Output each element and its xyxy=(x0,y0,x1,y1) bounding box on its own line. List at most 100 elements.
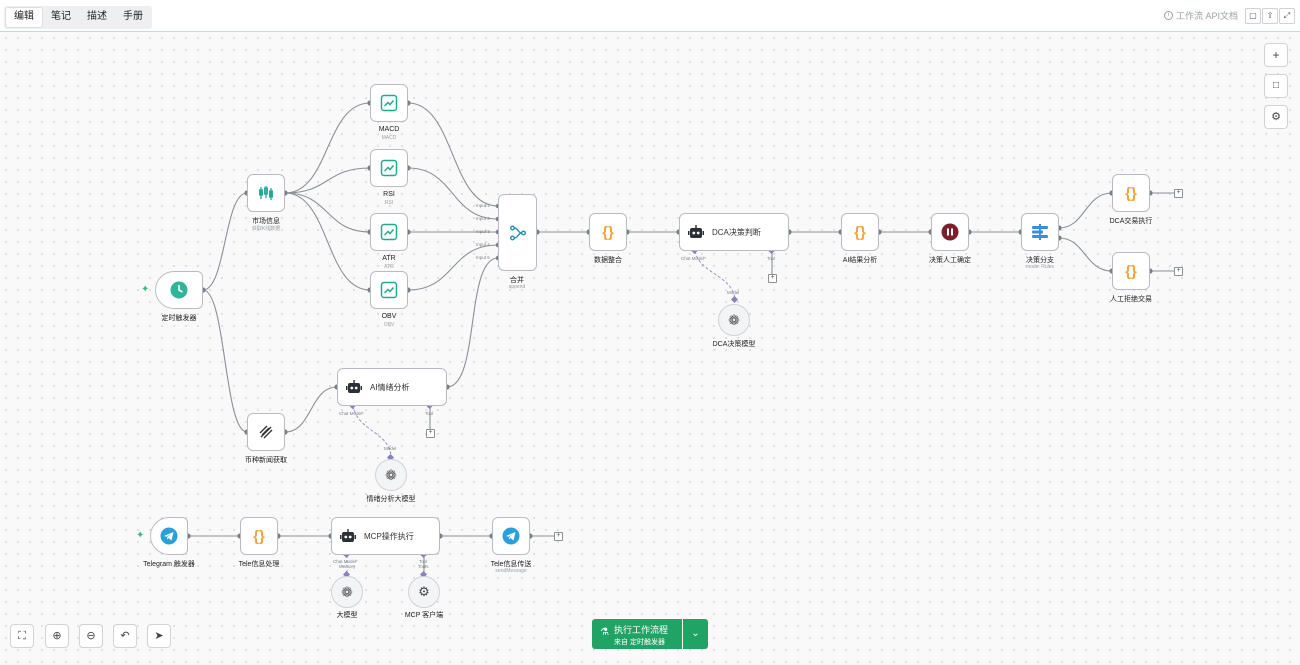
node-decision-branch[interactable] xyxy=(1021,213,1059,251)
save-icon[interactable]: ▢ xyxy=(1245,8,1261,24)
node-llm-label: 大模型 xyxy=(336,612,358,619)
workflow-canvas[interactable] xyxy=(0,32,1300,665)
candlestick-icon xyxy=(259,186,273,200)
api-doc-link[interactable]: i 工作流 API文档 xyxy=(1163,9,1238,22)
openai-icon: ❁ xyxy=(728,311,740,328)
node-mcp-exec-title: MCP操作执行 xyxy=(364,531,414,541)
node-atr-label: ATR xyxy=(382,255,396,262)
node-tele-send[interactable] xyxy=(492,517,530,555)
node-market-sub: 获取K线数据 xyxy=(251,226,281,232)
dca-add-tool-button[interactable]: + xyxy=(768,274,777,283)
node-manual-label: 决策人工确定 xyxy=(929,257,971,264)
clock-icon xyxy=(170,281,188,299)
node-mcp-exec[interactable]: MCP操作执行 xyxy=(331,517,440,555)
trend-chart-icon xyxy=(380,159,398,177)
node-mcp-client[interactable]: ⚙ xyxy=(408,576,440,608)
node-obv-sub: OBV xyxy=(383,322,395,328)
node-atr[interactable] xyxy=(370,213,408,251)
node-ai-result[interactable]: {} xyxy=(841,213,879,251)
node-tele-send-sub: sendMessage xyxy=(495,568,527,574)
tab-manual[interactable]: 手册 xyxy=(123,11,143,22)
node-tele-process[interactable]: {} xyxy=(240,517,278,555)
node-merge[interactable] xyxy=(498,194,537,271)
node-market-info[interactable] xyxy=(247,174,285,212)
node-mcp-client-label: MCP 客户端 xyxy=(404,612,444,619)
node-dca-execute[interactable]: {} xyxy=(1112,174,1150,212)
merge-input-3-label: Input 3 xyxy=(476,229,490,234)
dca-model-port: Model xyxy=(727,290,740,295)
execute-workflow-button[interactable]: ⚗ 执行工作流程 来自 定时触发器 xyxy=(592,619,682,649)
cloud-upload-icon[interactable]: ⇧ xyxy=(1262,8,1278,24)
node-rsi[interactable] xyxy=(370,149,408,187)
node-merge-sub: append xyxy=(508,284,526,290)
ai-add-tool-button[interactable]: + xyxy=(426,429,435,438)
fullscreen-icon[interactable]: ⤢ xyxy=(1279,8,1295,24)
execute-workflow-label: 执行工作流程 xyxy=(614,625,669,635)
node-sentiment-model[interactable]: ❁ xyxy=(375,459,407,491)
trigger-spark-icon: ✦ xyxy=(136,530,145,541)
node-llm[interactable]: ❁ xyxy=(331,576,363,608)
node-dca-decision[interactable]: DCA决策判断 xyxy=(679,213,789,251)
zoom-in-icon[interactable]: ⊕ xyxy=(45,624,69,648)
node-market-label: 市场信息 xyxy=(252,218,280,225)
mcp-memory-port: Memory xyxy=(339,564,356,569)
mode-tabs: 编辑 笔记 描述 手册 xyxy=(4,6,152,29)
trigger-spark-icon: ✦ xyxy=(141,284,150,295)
add-node-icon[interactable]: + xyxy=(1264,43,1288,67)
settings-gear-icon[interactable]: ⚙ xyxy=(1264,105,1288,129)
openai-icon: ❁ xyxy=(385,466,397,483)
openai-icon: ❁ xyxy=(341,583,353,600)
ai-model-port: Model xyxy=(384,446,397,451)
code-braces-icon: {} xyxy=(1125,262,1137,280)
execute-workflow-source: 来自 定时触发器 xyxy=(614,639,665,646)
node-data-merge[interactable]: {} xyxy=(589,213,627,251)
node-macd-sub: MACD xyxy=(381,135,397,141)
code-braces-icon: {} xyxy=(1125,184,1137,202)
robot-icon xyxy=(340,529,356,542)
node-rsi-label: RSI xyxy=(383,191,395,198)
telegram-icon xyxy=(160,527,178,545)
node-timer-trigger[interactable] xyxy=(155,271,203,309)
code-braces-icon: {} xyxy=(602,223,614,241)
node-ai-sentiment[interactable]: AI情绪分析 xyxy=(337,368,447,406)
merge-icon xyxy=(509,225,526,240)
tab-edit[interactable]: 编辑 xyxy=(5,7,43,28)
execute-options-chevron-down-icon[interactable]: ⌄ xyxy=(683,619,708,649)
pointer-tool-icon[interactable]: ➤ xyxy=(147,624,171,648)
merge-input-1-label: Input 1 xyxy=(476,203,490,208)
node-obv[interactable] xyxy=(370,271,408,309)
flask-icon: ⚗ xyxy=(600,627,609,638)
exec-add-node-button[interactable]: + xyxy=(1174,189,1183,198)
node-telegram-trigger[interactable] xyxy=(150,517,188,555)
send-add-node-button[interactable]: + xyxy=(554,532,563,541)
node-branch-label: 决策分支 xyxy=(1026,257,1054,264)
node-manual-reject[interactable]: {} xyxy=(1112,252,1150,290)
trend-chart-icon xyxy=(380,281,398,299)
tab-notes[interactable]: 笔记 xyxy=(51,11,71,22)
node-coin-news[interactable] xyxy=(247,413,285,451)
node-timer-label: 定时触发器 xyxy=(161,315,197,322)
api-doc-label: 工作流 API文档 xyxy=(1175,11,1238,21)
mcp-chat-model-port: Chat Model* xyxy=(333,559,358,564)
zoom-out-icon[interactable]: ⊖ xyxy=(79,624,103,648)
pause-icon xyxy=(941,223,959,241)
trend-chart-icon xyxy=(380,223,398,241)
tab-description[interactable]: 描述 xyxy=(87,11,107,22)
sticky-note-icon[interactable]: □ xyxy=(1264,74,1288,98)
node-manual-decision[interactable] xyxy=(931,213,969,251)
node-rsi-sub: RSI xyxy=(384,200,394,206)
node-reject-label: 人工拒绝交易 xyxy=(1110,296,1152,303)
code-braces-icon: {} xyxy=(854,223,866,241)
node-dca-model[interactable]: ❁ xyxy=(718,304,750,336)
spiral-icon xyxy=(259,425,273,439)
node-tg-trigger-label: Telegram 触发器 xyxy=(143,561,195,568)
undo-icon[interactable]: ↶ xyxy=(113,624,137,648)
node-macd[interactable] xyxy=(370,84,408,122)
node-ai-sentiment-title: AI情绪分析 xyxy=(370,382,410,392)
fit-view-icon[interactable]: ⛶ xyxy=(10,624,34,648)
node-tele-send-label: Tele信息传送 xyxy=(490,561,532,568)
reject-add-node-button[interactable]: + xyxy=(1174,267,1183,276)
node-news-label: 币种新闻获取 xyxy=(245,457,287,464)
top-bar: 编辑 笔记 描述 手册 i 工作流 API文档 ▢ ⇧ ⤢ xyxy=(0,0,1300,32)
node-branch-sub: mode: Rules xyxy=(1025,264,1055,270)
